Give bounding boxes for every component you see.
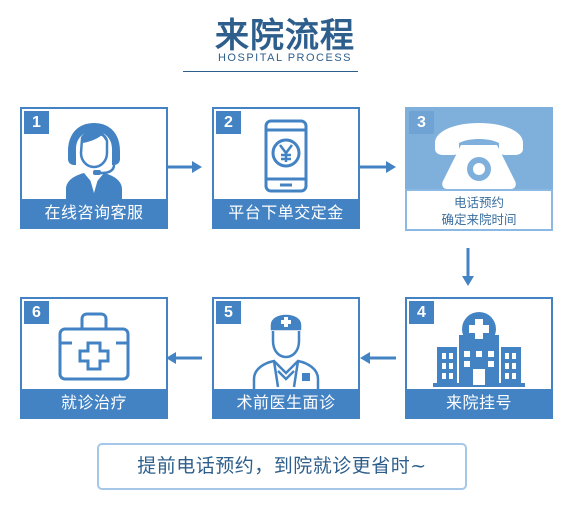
step-label: 就诊治疗 — [22, 389, 166, 417]
step-number: 3 — [409, 111, 434, 134]
doctor-icon — [252, 314, 320, 389]
step-number: 2 — [216, 111, 241, 134]
arrow-left-icon — [166, 352, 202, 364]
title-underline — [183, 71, 358, 72]
step-card-5: 5 术前医生面诊 — [212, 297, 360, 419]
hospital-building-icon — [433, 312, 525, 387]
step-number: 1 — [24, 111, 49, 134]
step-label-line1: 电话预约 — [453, 195, 504, 210]
arrow-left-icon — [360, 352, 396, 364]
step-label: 在线咨询客服 — [22, 199, 166, 227]
step-card-3: 3 电话预约 确定来院时间 — [405, 107, 553, 231]
reservation-notice: 提前电话预约，到院就诊更省时~ — [97, 443, 467, 490]
step-label: 来院挂号 — [407, 389, 551, 417]
step-card-6: 6 就诊治疗 — [20, 297, 168, 419]
step-number: 5 — [216, 301, 241, 324]
step-card-4: 4 来院挂号 — [405, 297, 553, 419]
page-subtitle: HOSPITAL PROCESS — [217, 52, 353, 64]
customer-service-headset-icon — [66, 123, 122, 199]
step-card-2: 2 平台下单交定金 — [212, 107, 360, 229]
medical-kit-icon — [58, 312, 130, 381]
page-title: 来院流程 — [215, 16, 355, 56]
step-number: 4 — [409, 301, 434, 324]
step-label: 平台下单交定金 — [214, 199, 358, 227]
step-number: 6 — [24, 301, 49, 324]
step-label-line2: 确定来院时间 — [441, 212, 517, 227]
telephone-icon — [435, 123, 523, 189]
step-label: 术前医生面诊 — [214, 389, 358, 417]
arrow-right-icon — [360, 161, 396, 173]
arrow-right-icon — [166, 161, 202, 173]
step-label: 电话预约 确定来院时间 — [405, 189, 553, 231]
step-card-1: 1 在线咨询客服 — [20, 107, 168, 229]
arrow-down-icon — [462, 248, 474, 286]
phone-yuan-payment-icon — [264, 119, 308, 193]
